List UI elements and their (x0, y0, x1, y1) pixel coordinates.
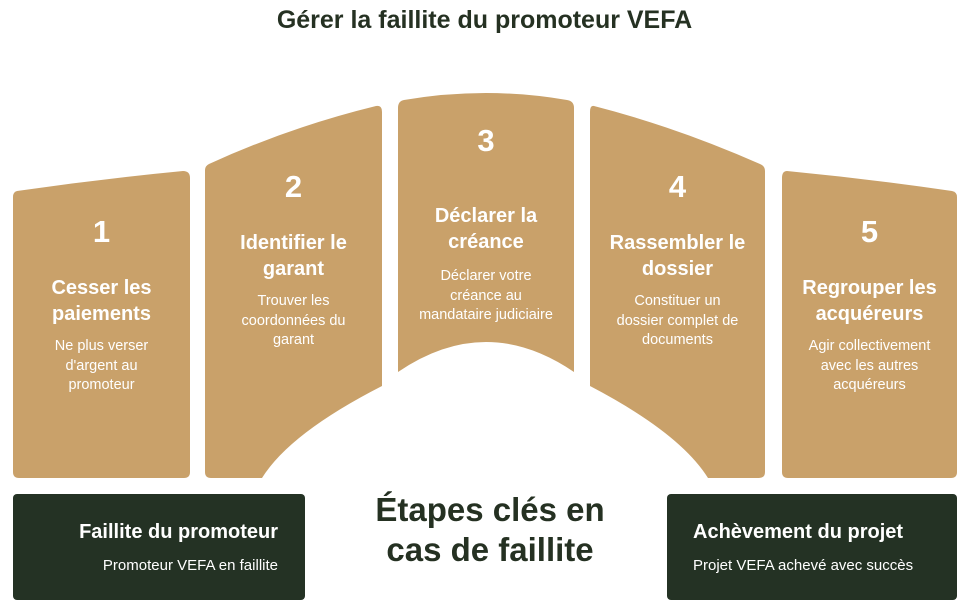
step-2-desc-line-3: garant (272, 332, 315, 348)
step-1-description: Ne plus verser d'argent au promoteur (55, 337, 148, 396)
step-5-desc-line-2: avec les autres (820, 357, 919, 374)
step-2-title: Identifier le garant (240, 230, 347, 282)
step-3-desc-line-1: Déclarer votre (440, 268, 532, 284)
step-2-shape (205, 105, 382, 478)
step-3-title-line-2: créance (448, 231, 524, 253)
step-1-content: 1 Cesser les paiements Ne plus verser d'… (13, 216, 190, 396)
step-4-title-line-2: dossier (641, 258, 714, 280)
step-5-content: 5 Regrouper les acquéreurs Agir collecti… (782, 216, 957, 396)
end-box: Achèvement du projet Projet VEFA achevé … (667, 494, 957, 600)
start-box: Faillite du promoteur Promoteur VEFA en … (13, 494, 305, 600)
step-5-description: Agir collectivement avec les autres acqu… (809, 337, 931, 396)
step-4-shape (590, 105, 765, 478)
end-box-subtitle: Projet VEFA achevé avec succès (693, 557, 914, 574)
step-3-content: 3 Déclarer la créance Déclarer votre cré… (398, 125, 574, 326)
step-1-shape (13, 171, 190, 478)
step-2-desc-line-2: coordonnées du (241, 312, 346, 329)
center-label-line-2: cas de faillite (386, 531, 594, 568)
step-4-desc-line-1: Constituer un (634, 293, 721, 309)
step-3-description: Déclarer votre créance au mandataire jud… (419, 267, 553, 326)
start-box-subtitle: Promoteur VEFA en faillite (102, 557, 278, 574)
step-5-title: Regrouper les acquéreurs (802, 275, 936, 327)
step-2-title-line-1: Identifier le (240, 232, 347, 254)
start-box-title: Faillite du promoteur (79, 521, 278, 543)
step-1-desc-line-2: d'argent au (65, 357, 138, 374)
end-box-title: Achèvement du projet (693, 521, 904, 543)
step-2-title-line-2: garant (262, 258, 325, 280)
step-4-number: 4 (668, 169, 687, 204)
step-4-title: Rassembler le dossier (610, 230, 746, 282)
step-1-title: Cesser les paiements (51, 275, 151, 327)
step-2-number: 2 (284, 169, 303, 204)
step-3-title-line-1: Déclarer la (434, 205, 538, 227)
step-3-title: Déclarer la créance (435, 203, 537, 255)
step-3-number: 3 (477, 123, 495, 158)
step-1-desc-line-3: promoteur (68, 377, 135, 393)
step-3-shape (398, 93, 574, 372)
step-5-desc-line-1: Agir collectivement (808, 338, 931, 354)
step-2-desc-line-1: Trouver les (257, 293, 330, 309)
step-3-desc-line-3: mandataire judiciaire (419, 307, 553, 323)
center-label: Étapes clés en cas de faillite (340, 490, 640, 570)
step-4-desc-line-3: documents (642, 332, 713, 348)
step-5-title-line-1: Regrouper les (802, 277, 937, 299)
step-1-title-line-1: Cesser les (51, 277, 152, 299)
step-4-description: Constituer un dossier complet de documen… (617, 292, 739, 351)
step-4-content: 4 Rassembler le dossier Constituer un do… (590, 171, 765, 351)
step-1-title-line-2: paiements (52, 303, 151, 325)
step-5-number: 5 (860, 214, 879, 249)
step-1-desc-line-1: Ne plus verser (54, 338, 149, 354)
step-5-desc-line-3: acquéreurs (833, 377, 906, 393)
diagram-title: Gérer la faillite du promoteur VEFA (276, 6, 693, 34)
step-5-shape (782, 171, 957, 478)
step-5-title-line-2: acquéreurs (815, 303, 924, 325)
center-label-line-1: Étapes clés en (375, 491, 605, 528)
step-2-description: Trouver les coordonnées du garant (242, 292, 346, 351)
step-3-desc-line-2: créance au (450, 287, 522, 304)
step-2-content: 2 Identifier le garant Trouver les coord… (205, 171, 382, 351)
step-4-desc-line-2: dossier complet de (616, 312, 739, 329)
step-1-number: 1 (92, 214, 111, 249)
step-4-title-line-1: Rassembler le (609, 232, 746, 254)
